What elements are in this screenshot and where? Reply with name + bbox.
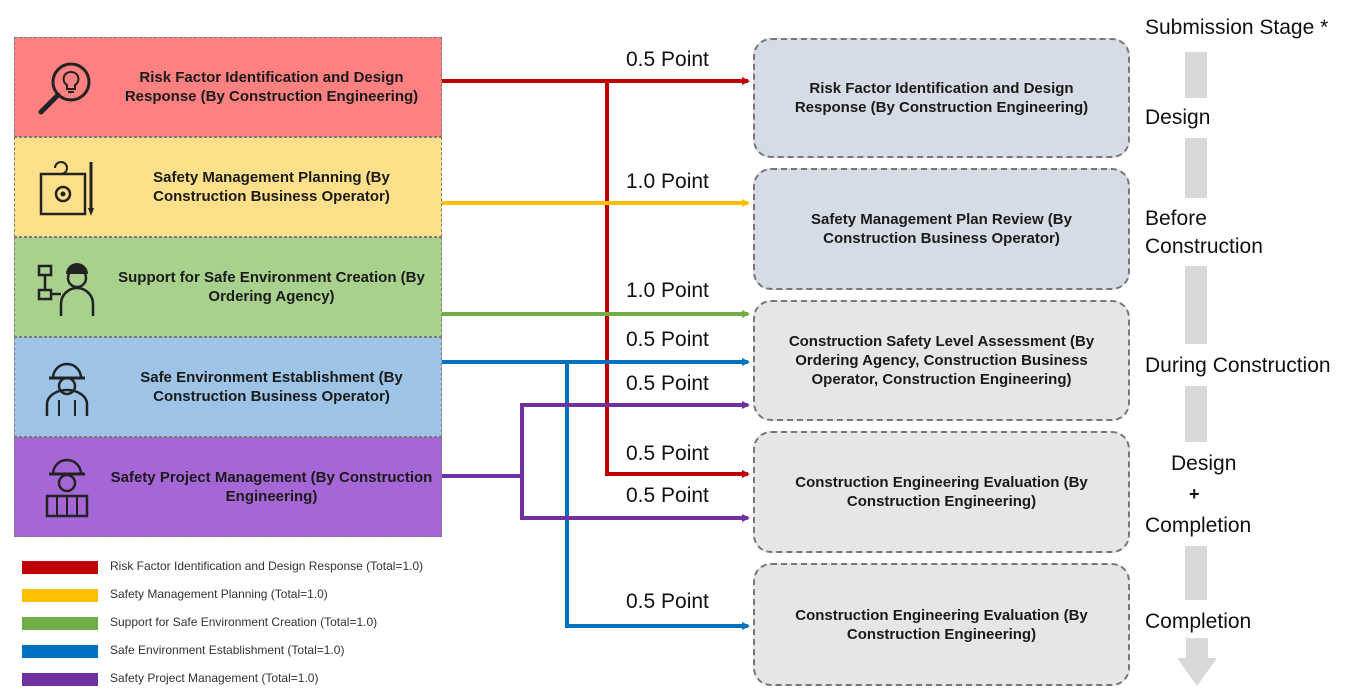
stage-header: Submission Stage * <box>1145 16 1329 39</box>
stage-during-construction: During Construction <box>1145 354 1331 377</box>
point-label: 1.0 Point <box>626 170 709 193</box>
left-box-label: Safe Environment Establishment (By Const… <box>140 369 403 405</box>
red-connector-branch <box>605 81 750 478</box>
legend-swatch <box>22 673 98 686</box>
stage-design-completion: Completion <box>1145 514 1252 537</box>
right-box-risk-factor-design-response: Risk Factor Identification and Design Re… <box>753 38 1130 158</box>
right-box-safety-management-plan-review: Safety Management Plan Review (By Constr… <box>753 168 1130 290</box>
worker-flowchart-icon <box>37 263 95 316</box>
right-box-construction-safety-level-assessment: Construction Safety Level Assessment (By… <box>753 300 1130 421</box>
point-label: 0.5 Point <box>626 48 709 71</box>
stage-bar <box>1185 266 1207 344</box>
purple-connector-branch <box>520 476 750 522</box>
stage-completion: Completion <box>1145 610 1252 633</box>
blueprint-tools-icon <box>39 161 94 216</box>
left-box-label: Support for Safe Environment Creation (B… <box>118 269 425 305</box>
left-box-safe-environment-creation: Support for Safe Environment Creation (B… <box>14 237 442 337</box>
left-box-safety-management-planning: Safety Management Planning (By Construct… <box>14 137 442 237</box>
legend-label: Safe Environment Establishment (Total=1.… <box>110 643 345 657</box>
left-box-label: Safety Management Planning (By Construct… <box>153 169 390 205</box>
magnifier-bulb-icon <box>38 62 91 115</box>
worker-helmet-icon <box>45 362 89 416</box>
point-label: 0.5 Point <box>626 484 709 507</box>
legend-swatch <box>22 561 98 574</box>
legend-swatch <box>22 645 98 658</box>
stage-bar <box>1185 386 1207 442</box>
legend-label: Safety Project Management (Total=1.0) <box>110 671 319 685</box>
stage-bar <box>1185 52 1207 98</box>
point-label: 1.0 Point <box>626 279 709 302</box>
stage-arrow-down <box>1177 638 1217 686</box>
right-box-construction-engineering-evaluation: Construction Engineering Evaluation (By … <box>753 563 1130 686</box>
legend-swatch <box>22 589 98 602</box>
legend-label: Risk Factor Identification and Design Re… <box>110 559 424 573</box>
engineer-plan-icon <box>45 458 89 518</box>
blue-connector-branch <box>565 362 750 630</box>
stage-design-completion: Design <box>1171 452 1237 475</box>
point-label: 0.5 Point <box>626 442 709 465</box>
point-label: 0.5 Point <box>626 328 709 351</box>
stage-bar <box>1185 546 1207 600</box>
left-box-safety-project-management: Safety Project Management (By Constructi… <box>14 437 442 537</box>
stage-design: Design <box>1145 106 1211 129</box>
left-box-label: Safety Project Management (By Constructi… <box>110 469 433 505</box>
stage-plus: + <box>1189 484 1200 504</box>
right-box-construction-engineering-evaluation: Construction Engineering Evaluation (By … <box>753 431 1130 553</box>
legend-label: Safety Management Planning (Total=1.0) <box>110 587 328 601</box>
left-box-risk-factor: Risk Factor Identification and Design Re… <box>14 37 442 137</box>
purple-connector <box>442 401 750 478</box>
legend-label: Support for Safe Environment Creation (T… <box>110 615 378 629</box>
stage-before-construction: Construction <box>1145 235 1263 258</box>
stage-bar <box>1185 138 1207 198</box>
point-label: 0.5 Point <box>626 590 709 613</box>
point-label: 0.5 Point <box>626 372 709 395</box>
legend-swatch <box>22 617 98 630</box>
left-box-safe-environment-establishment: Safe Environment Establishment (By Const… <box>14 337 442 437</box>
stage-before-construction: Before <box>1145 207 1207 230</box>
left-box-label: Risk Factor Identification and Design Re… <box>124 69 419 105</box>
